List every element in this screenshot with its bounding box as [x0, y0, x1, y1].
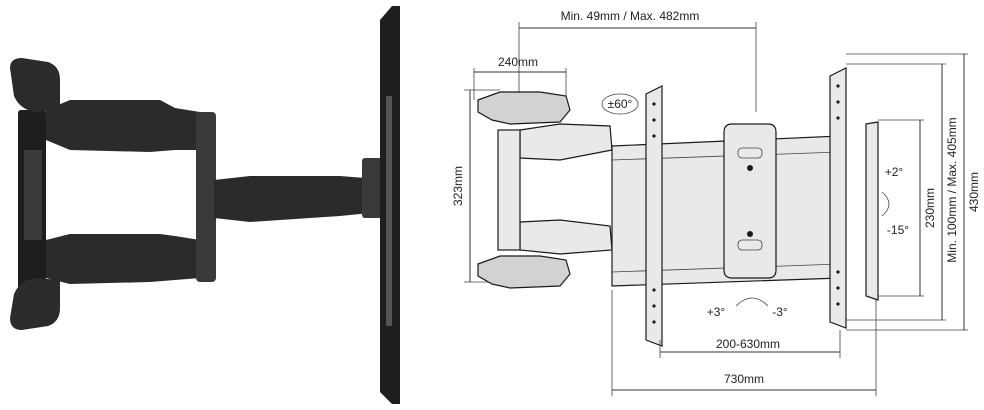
lower-arm — [46, 234, 200, 284]
forearm — [214, 176, 380, 222]
upper-wall-arm — [477, 91, 571, 125]
vesa-vertical-label: Min. 100mm / Max. 405mm — [945, 117, 959, 262]
vesa-holes-right — [836, 84, 840, 306]
tilt-down-label: -15° — [887, 223, 909, 237]
bracket-drawing — [611, 67, 879, 347]
center-plate — [723, 123, 777, 279]
tv-bracket-rail — [386, 96, 392, 326]
vesa-strip-left — [645, 85, 663, 347]
center-slot-bottom — [737, 239, 763, 251]
depth-label: Min. 49mm / Max. 482mm — [561, 9, 700, 23]
product-photo — [10, 6, 400, 404]
center-slot-top — [737, 147, 763, 159]
wall-claw-top — [10, 58, 60, 112]
arm-height-label: 323mm — [451, 166, 465, 206]
total-height-label: 430mm — [967, 172, 981, 212]
upper-arm — [46, 100, 200, 152]
lower-link-arm — [519, 219, 613, 255]
level-minus-label: -3° — [772, 305, 788, 319]
plate-height-label: 230mm — [923, 188, 937, 228]
lower-wall-arm — [477, 255, 571, 289]
tilt-plate — [865, 121, 879, 301]
vesa-horizontal-label: 200-630mm — [716, 337, 780, 351]
wall-link — [24, 150, 42, 240]
elbow-joint — [196, 112, 216, 282]
upper-link-arm — [519, 123, 613, 161]
wall-claw-bottom — [10, 278, 60, 330]
tilt-up-label: +2° — [885, 165, 904, 179]
level-plus-label: +3° — [707, 305, 726, 319]
total-width-label: 730mm — [724, 372, 764, 386]
wall-plate-outline — [497, 129, 521, 251]
arm-depth-label: 240mm — [498, 55, 538, 69]
dimension-diagram: Min. 49mm / Max. 482mm 240mm ±60° 323mm — [451, 9, 981, 396]
vesa-strip-right — [829, 67, 847, 329]
tilt-arrow-icon — [881, 191, 890, 217]
center-bolt-top — [747, 165, 753, 171]
swivel-label: ±60° — [608, 97, 633, 111]
swivel-arrow-icon — [601, 93, 639, 115]
center-bolt-bottom — [747, 231, 753, 237]
vesa-holes-left — [652, 102, 656, 324]
level-arrow-icon — [735, 297, 769, 307]
